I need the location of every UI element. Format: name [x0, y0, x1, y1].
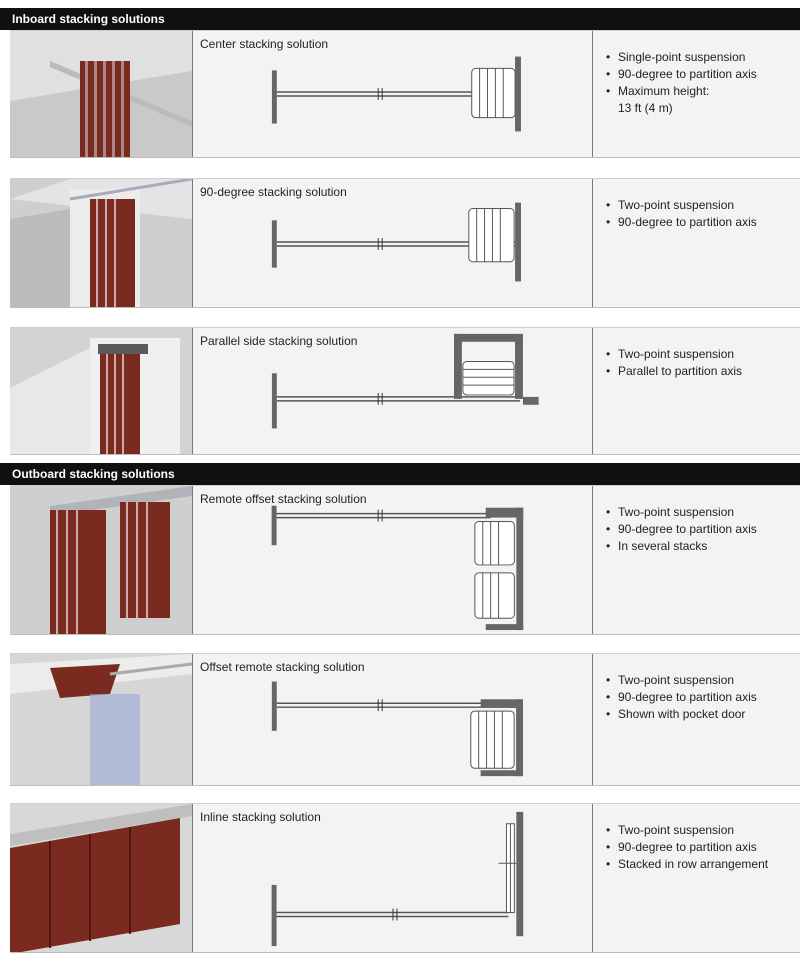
solution-row-inline: Inline stacking solution Two-point suspe…: [10, 803, 800, 953]
diagram-remote-offset-stacking: [271, 505, 524, 631]
feature-item: Maximum height:: [604, 83, 757, 100]
feature-list: Two-point suspension 90-degree to partit…: [604, 197, 757, 231]
photo-inline-stacking: [10, 804, 192, 952]
feature-item: Two-point suspension: [604, 822, 768, 839]
section-header-outboard: Outboard stacking solutions: [0, 463, 800, 485]
photo-parallel-side-stacking: [10, 328, 192, 454]
solution-row-center: Center stacking solution Single-point su…: [10, 30, 800, 158]
row-title: Inline stacking solution: [200, 810, 321, 824]
feature-item: 90-degree to partition axis: [604, 214, 757, 231]
solution-row-90-degree: 90-degree stacking solution Two-point su…: [10, 178, 800, 308]
feature-item: Single-point suspension: [604, 49, 757, 66]
feature-item: Two-point suspension: [604, 346, 742, 363]
feature-list: Two-point suspension 90-degree to partit…: [604, 822, 768, 873]
feature-list: Two-point suspension Parallel to partiti…: [604, 346, 742, 380]
feature-item: Parallel to partition axis: [604, 363, 742, 380]
row-title: Offset remote stacking solution: [200, 660, 365, 674]
photo-remote-offset-stacking: [10, 486, 192, 634]
diagram-offset-remote-stacking: [271, 681, 523, 777]
row-title: 90-degree stacking solution: [200, 185, 347, 199]
feature-item: Stacked in row arrangement: [604, 856, 768, 873]
feature-item: 90-degree to partition axis: [604, 66, 757, 83]
feature-item: In several stacks: [604, 538, 757, 555]
diagram-center-stacking: [271, 56, 521, 132]
photo-offset-remote-stacking: [10, 654, 192, 785]
feature-item: Shown with pocket door: [604, 706, 757, 723]
feature-list: Single-point suspension 90-degree to par…: [604, 49, 757, 117]
photo-90-degree-stacking: [10, 179, 192, 307]
solution-row-remote-offset: Remote offset stacking solution Two-poin…: [10, 485, 800, 635]
solution-row-parallel-side: Parallel side stacking solution Two-poin…: [10, 327, 800, 455]
feature-item: 90-degree to partition axis: [604, 521, 757, 538]
photo-center-stacking: [10, 31, 192, 157]
feature-item: 90-degree to partition axis: [604, 689, 757, 706]
feature-list: Two-point suspension 90-degree to partit…: [604, 672, 757, 723]
row-title: Remote offset stacking solution: [200, 492, 367, 506]
feature-item: 90-degree to partition axis: [604, 839, 768, 856]
section-header-inboard: Inboard stacking solutions: [0, 8, 800, 30]
feature-item: 13 ft (4 m): [618, 101, 673, 115]
diagram-parallel-side-stacking: [271, 333, 539, 429]
feature-item: Two-point suspension: [604, 197, 757, 214]
feature-list: Two-point suspension 90-degree to partit…: [604, 504, 757, 555]
diagram-90-degree-stacking: [271, 202, 521, 282]
row-title: Parallel side stacking solution: [200, 334, 358, 348]
row-title: Center stacking solution: [200, 37, 329, 51]
solution-row-offset-remote: Offset remote stacking solution Two-poin…: [10, 653, 800, 786]
diagram-inline-stacking: [271, 811, 524, 947]
feature-item: Two-point suspension: [604, 504, 757, 521]
feature-item: Two-point suspension: [604, 672, 757, 689]
